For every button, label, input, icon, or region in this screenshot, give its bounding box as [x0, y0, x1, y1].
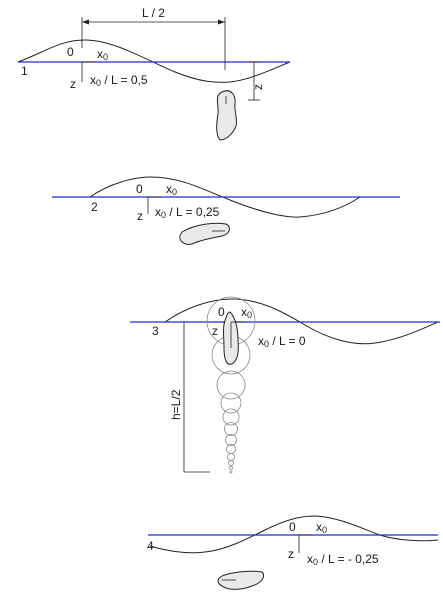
depth-label-1: z: [251, 84, 265, 90]
z-label-4: z: [288, 547, 294, 561]
ratio-x-2: x: [155, 205, 161, 219]
z-label-3: z: [212, 324, 218, 338]
svg-text:x0: x0: [241, 305, 252, 320]
ratio-sub-3: 0: [264, 339, 269, 349]
panel-2: 0 x0 2 z x0 / L = 0,25: [52, 176, 400, 245]
ratio-sub-4: 0: [313, 557, 318, 567]
arrow-left-icon: [82, 19, 89, 25]
falling-body-2: [179, 222, 230, 245]
span-label: L / 2: [142, 6, 165, 20]
falling-body-4: [217, 570, 265, 590]
panel-3: 0 x0 z 3 x0 / L = 0 h=L/2: [130, 296, 440, 474]
panel-index-1: 1: [21, 64, 28, 78]
origin-label-1: 0: [67, 45, 74, 59]
ratio-text-3: / L = 0: [269, 334, 306, 348]
x-label-3: x: [241, 305, 247, 319]
arrow-right-icon: [218, 19, 225, 25]
falling-body-1: [216, 90, 238, 141]
wave-profile-2: [89, 176, 361, 218]
ratio-x-1: x: [90, 73, 96, 87]
depth-label-3: h=L/2: [169, 389, 183, 420]
ratio-text-4: / L = - 0,25: [318, 552, 379, 566]
x-label-4: x: [316, 520, 322, 534]
z-label-2: z: [137, 209, 143, 223]
z-label-1: z: [70, 77, 76, 91]
x-sub-2: 0: [172, 187, 177, 197]
ratio-x-3: x: [258, 334, 264, 348]
panel-index-2: 2: [91, 200, 98, 214]
x-sub-3: 0: [247, 310, 252, 320]
ratio-sub-1: 0: [96, 78, 101, 88]
svg-text:x0 / L = 0: x0 / L = 0: [258, 334, 306, 349]
ratio-text-2: / L = 0,25: [166, 205, 220, 219]
ratio-text-1: / L = 0,5: [101, 73, 148, 87]
svg-text:x0: x0: [316, 520, 327, 535]
svg-text:x0 / L = 0,25: x0 / L = 0,25: [155, 205, 220, 220]
x-sub-4: 0: [322, 525, 327, 535]
svg-text:x0: x0: [97, 47, 108, 62]
ratio-x-4: x: [307, 552, 313, 566]
origin-label-3: 0: [218, 305, 225, 319]
wave-profile-1: [17, 39, 291, 83]
svg-text:x0: x0: [166, 182, 177, 197]
panel-4: 0 x0 4 z x0 / L = - 0,25: [147, 515, 439, 590]
ratio-sub-2: 0: [161, 210, 166, 220]
panel-index-4: 4: [147, 539, 154, 553]
x-label-2: x: [166, 182, 172, 196]
wave-profile-3: [164, 298, 439, 345]
x-sub-1: 0: [103, 52, 108, 62]
x-label-1: x: [97, 47, 103, 61]
svg-text:x0 / L = 0,5: x0 / L = 0,5: [90, 73, 148, 88]
panel-index-3: 3: [152, 324, 159, 338]
svg-text:x0 / L = - 0,25: x0 / L = - 0,25: [307, 552, 379, 567]
panel-1: L / 2 0 x0 1 z x0 / L = 0,5 z: [17, 6, 291, 141]
origin-label-4: 0: [289, 520, 296, 534]
origin-label-2: 0: [136, 182, 143, 196]
